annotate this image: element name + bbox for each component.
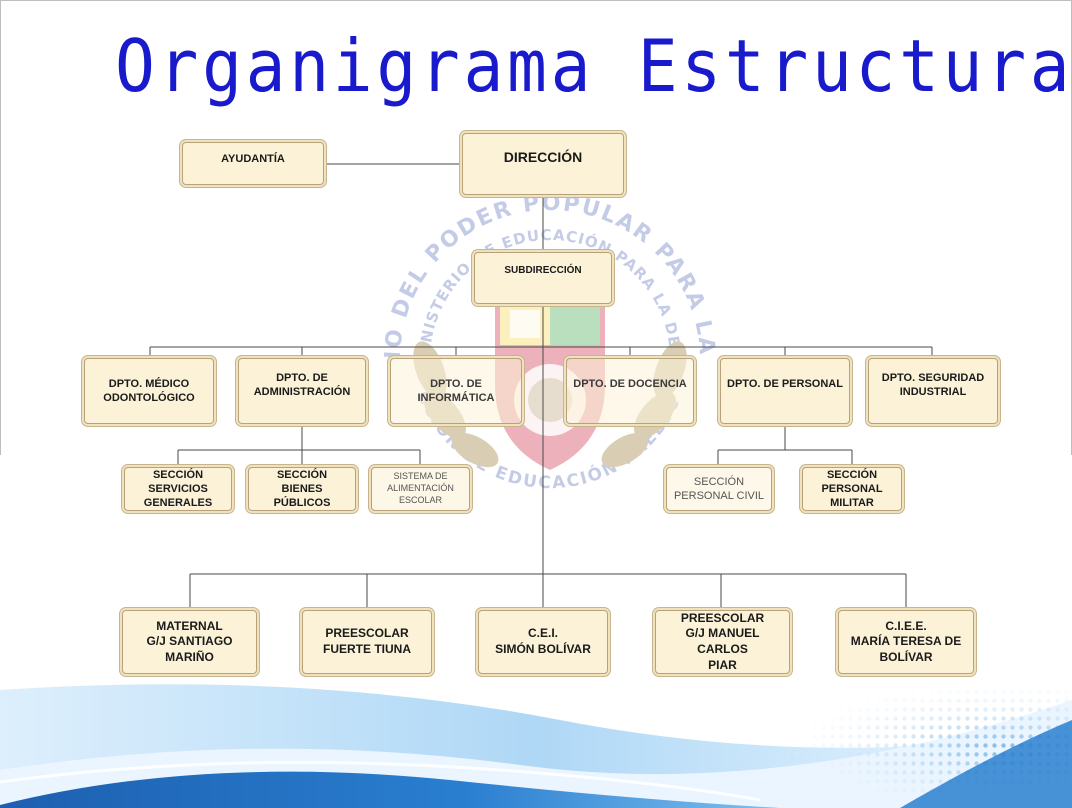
org-box-seccion-servicios-generales: SECCIÓN SERVICIOS GENERALES [124,467,232,511]
org-box-dpto-administracion: DPTO. DE ADMINISTRACIÓN [238,358,366,424]
page-title: Organigrama Estructural [115,24,1072,108]
org-box-direccion: DIRECCIÓN [462,133,624,195]
org-box-dpto-seguridad: DPTO. SEGURIDAD INDUSTRIAL [868,358,998,424]
org-box-sistema-alimentacion: SISTEMA DE ALIMENTACIÓN ESCOLAR [371,467,470,511]
org-box-dpto-medico: DPTO. MÉDICO ODONTOLÓGICO [84,358,214,424]
org-box-ayudantia: AYUDANTÍA [182,142,324,185]
org-box-preescolar-fuerte-tiuna: PREESCOLAR FUERTE TIUNA [302,610,432,674]
org-box-maternal-santiago-marino: MATERNAL G/J SANTIAGO MARIÑO [122,610,257,674]
org-box-seccion-personal-civil: SECCIÓN PERSONAL CIVIL [666,467,772,511]
org-box-cei-simon-bolivar: C.E.I. SIMÓN BOLÍVAR [478,610,608,674]
org-box-dpto-personal: DPTO. DE PERSONAL [720,358,850,424]
org-box-subdireccion: SUBDIRECCIÓN [474,252,612,304]
org-box-dpto-informatica: DPTO. DE INFORMÁTICA [390,358,522,424]
org-box-dpto-docencia: DPTO. DE DOCENCIA [566,358,694,424]
org-box-seccion-bienes-publicos: SECCIÓN BIENES PÚBLICOS [248,467,356,511]
decorative-wave-background [0,660,1072,808]
org-box-seccion-personal-militar: SECCIÓN PERSONAL MILITAR [802,467,902,511]
